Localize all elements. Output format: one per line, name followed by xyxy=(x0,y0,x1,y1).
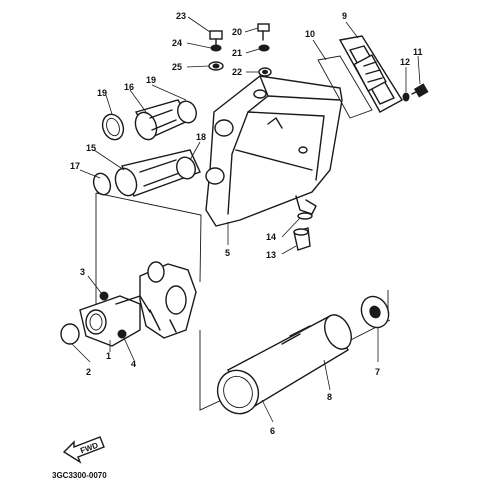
element-guide-6 xyxy=(216,369,260,415)
bolt-23-head xyxy=(209,30,223,40)
part-label-20: 20 xyxy=(232,27,242,37)
part-label-22: 22 xyxy=(232,67,242,77)
o-ring-2 xyxy=(60,323,80,345)
filter-element xyxy=(216,295,390,415)
part-label-19-right: 19 xyxy=(146,75,156,85)
hose-to-carb-line xyxy=(95,192,202,283)
part-label-7: 7 xyxy=(375,367,380,377)
leader-lines xyxy=(71,16,421,423)
drain-plug-top xyxy=(293,228,309,236)
collar-21 xyxy=(258,44,270,52)
part-label-15: 15 xyxy=(86,143,96,153)
element-end xyxy=(324,314,352,350)
part-label-14: 14 xyxy=(266,232,276,242)
part-label-3: 3 xyxy=(80,267,85,277)
element-seal-7-center xyxy=(369,305,381,319)
clamp-17 xyxy=(92,172,112,196)
air-cleaner-case xyxy=(205,75,343,227)
manifold-port-inner xyxy=(89,313,103,331)
upper-joint xyxy=(101,99,197,141)
part-label-23: 23 xyxy=(176,11,186,21)
clamp-18 xyxy=(176,156,196,180)
case-body xyxy=(205,75,343,227)
part-label-25: 25 xyxy=(172,62,182,72)
cover-assembly xyxy=(317,35,403,119)
washer-12 xyxy=(402,92,410,102)
part-label-4: 4 xyxy=(131,359,136,369)
washer-25-hole xyxy=(212,63,220,69)
drawing-code: 3GC3300-0070 xyxy=(52,471,107,480)
drain-clip-14 xyxy=(297,212,313,220)
part-label-18: 18 xyxy=(196,132,206,142)
carb-top xyxy=(147,261,165,283)
lower-joint-end xyxy=(114,167,138,197)
part-label-6: 6 xyxy=(270,426,275,436)
drain-bracket xyxy=(295,195,317,215)
carburetor xyxy=(139,261,197,339)
part-label-24: 24 xyxy=(172,38,182,48)
lower-joint xyxy=(92,149,201,197)
fwd-badge: FWD xyxy=(62,436,105,464)
clamp-19-left xyxy=(101,113,125,141)
case-inlet-upper xyxy=(214,119,234,137)
part-label-8: 8 xyxy=(327,392,332,402)
part-label-16: 16 xyxy=(124,82,134,92)
part-label-9: 9 xyxy=(342,11,347,21)
clamp-19-left-inner xyxy=(106,117,120,137)
case-inner-panel xyxy=(247,111,325,181)
part-label-1: 1 xyxy=(106,351,111,361)
screw-11 xyxy=(413,83,429,98)
washer-22-hole xyxy=(262,69,268,75)
carb-detail xyxy=(149,309,177,333)
case-inlet-lower xyxy=(205,167,225,185)
cover-screw xyxy=(402,83,429,102)
part-label-12: 12 xyxy=(400,57,410,67)
part-label-5: 5 xyxy=(225,248,230,258)
case-boss xyxy=(253,89,267,99)
case-rib xyxy=(235,149,313,171)
cover-ribs xyxy=(363,61,383,83)
fwd-arrow-icon xyxy=(62,436,105,464)
case-hole xyxy=(298,146,308,154)
part-label-2: 2 xyxy=(86,367,91,377)
screw-11-shank xyxy=(411,90,419,95)
case-front-edge xyxy=(227,95,269,215)
part-labels: 1 2 3 4 5 6 7 8 9 10 11 12 13 14 15 16 1… xyxy=(70,11,423,436)
upper-joint-end xyxy=(134,111,158,141)
cover-gasket xyxy=(317,55,373,119)
clamp-19-right xyxy=(177,100,197,124)
upper-joint-ribs xyxy=(149,109,177,131)
case-clip xyxy=(267,117,283,129)
manifold-port xyxy=(85,309,107,335)
collar-24 xyxy=(210,44,222,52)
element-wrap xyxy=(281,325,311,345)
drain-parts xyxy=(293,212,313,251)
part-label-10: 10 xyxy=(305,29,315,39)
part-label-17: 17 xyxy=(70,161,80,171)
element-guide-6-inner xyxy=(223,375,253,409)
part-label-11: 11 xyxy=(413,47,423,57)
part-label-21: 21 xyxy=(232,48,242,58)
top-fasteners xyxy=(208,23,272,77)
intake-manifold xyxy=(60,291,151,347)
bolt-4 xyxy=(117,329,127,339)
part-label-19-left: 19 xyxy=(97,88,107,98)
bolt-20-head xyxy=(257,23,270,32)
manifold-spigot xyxy=(115,295,151,313)
carb-bore xyxy=(165,285,187,315)
lower-joint-ribs xyxy=(139,159,183,187)
part-label-13: 13 xyxy=(266,250,276,260)
